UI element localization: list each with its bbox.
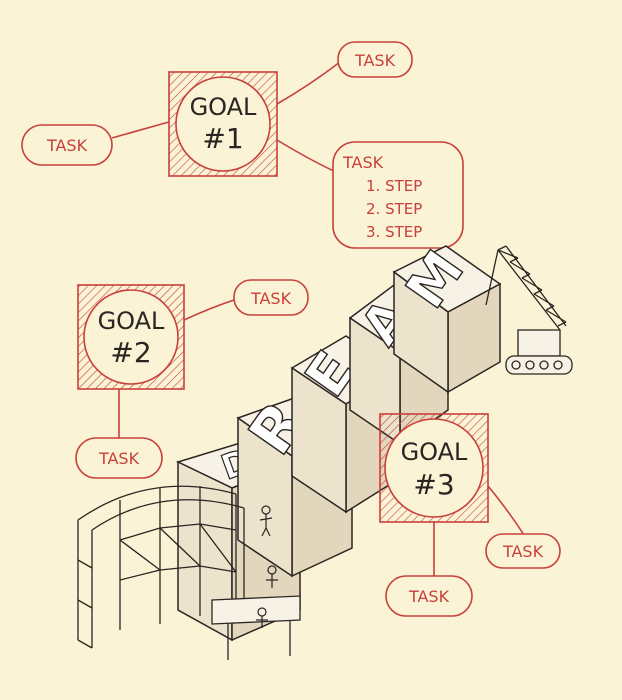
step-1: 1. STEP <box>366 177 422 195</box>
goal-3-circle <box>384 418 484 518</box>
task-bubble <box>233 279 309 316</box>
crane-cab <box>517 329 561 357</box>
task-bubble <box>485 533 561 569</box>
task-label: TASK <box>250 289 292 308</box>
goal-3-connectors <box>433 485 527 580</box>
task-label: TASK <box>408 587 450 606</box>
goal-3-title: GOAL <box>401 438 468 466</box>
goal-1-node: GOAL #1 <box>168 71 278 177</box>
task-goal-1-steps: TASK 1. STEP 2. STEP 3. STEP <box>332 141 464 249</box>
goal-2-connectors <box>118 299 235 440</box>
task-goal-1-top: TASK <box>337 41 413 78</box>
task-goal-1-left: TASK <box>21 124 113 166</box>
workers <box>256 505 278 628</box>
task-label: TASK <box>354 51 396 70</box>
goal-2-number: #2 <box>110 336 151 369</box>
task-goal-2-bottom: TASK <box>75 437 163 479</box>
scaffolding <box>77 485 301 660</box>
task-bubble <box>21 124 113 166</box>
step-3: 3. STEP <box>366 223 422 241</box>
goal-2-circle <box>83 289 179 385</box>
task-goal-3-right: TASK <box>485 533 561 569</box>
goal-2-title: GOAL <box>98 307 165 335</box>
goal-1-number: #1 <box>202 122 243 155</box>
task-goal-2-right: TASK <box>233 279 309 316</box>
goal-1-circle <box>175 76 271 172</box>
task-label: TASK <box>98 449 140 468</box>
task-bubble <box>385 575 473 617</box>
goal-3-node: GOAL #3 <box>379 413 489 523</box>
step-2: 2. STEP <box>366 200 422 218</box>
task-bubble <box>337 41 413 78</box>
crane <box>485 245 573 375</box>
goal-1-connectors <box>111 61 341 173</box>
task-label: TASK <box>342 153 384 172</box>
task-bubble <box>75 437 163 479</box>
task-label: TASK <box>46 136 88 155</box>
task-label: TASK <box>502 542 544 561</box>
task-steps-bubble <box>332 141 464 249</box>
crane-tracks <box>505 355 573 375</box>
dream-letters: D R E A M <box>175 239 502 642</box>
task-goal-3-bottom: TASK <box>385 575 473 617</box>
goal-3-number: #3 <box>413 468 454 501</box>
goal-2-node: GOAL #2 <box>77 284 185 390</box>
goal-1-title: GOAL <box>190 93 257 121</box>
